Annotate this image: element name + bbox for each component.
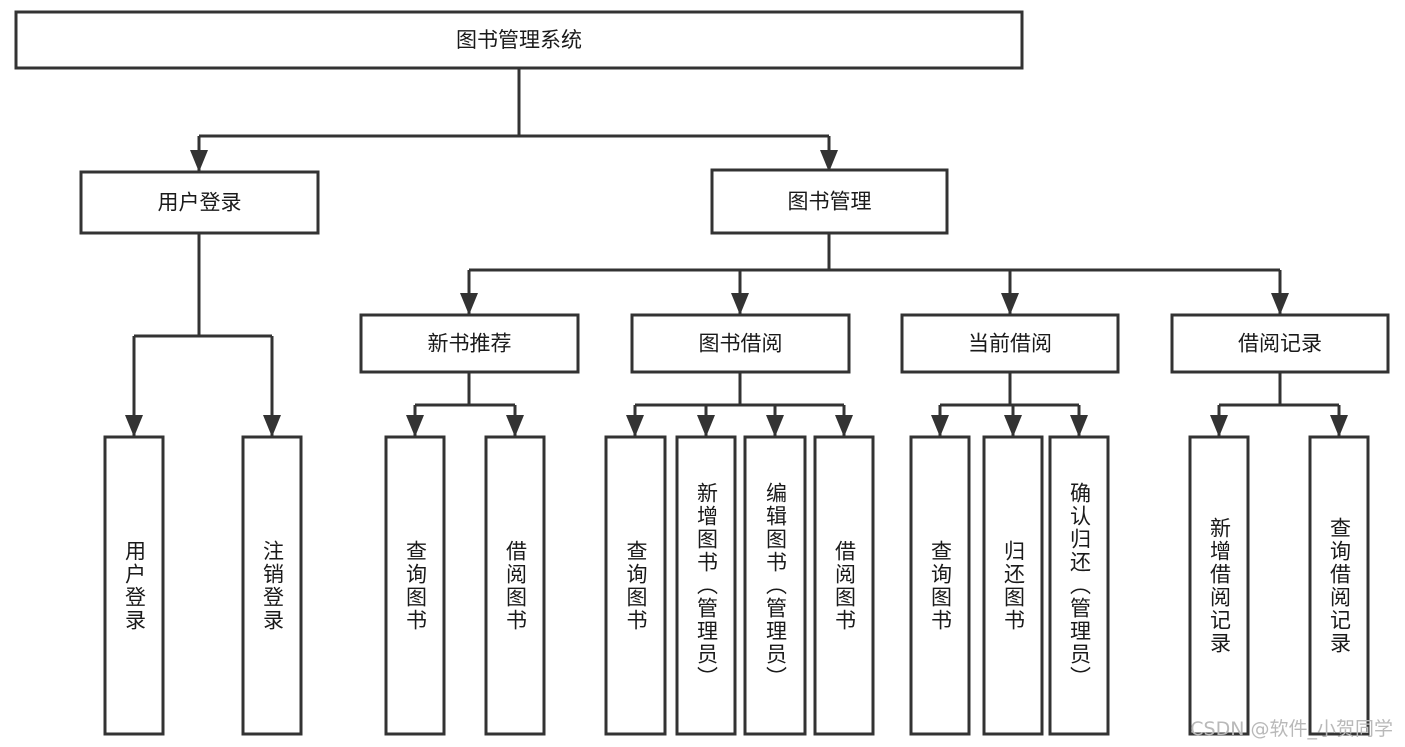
node-leaf-0[interactable] [103, 435, 165, 736]
arrow-down-icon [506, 415, 524, 437]
node-leaf-3-rect[interactable] [484, 435, 546, 736]
node-leaf-0-rect[interactable] [103, 435, 165, 736]
node-leaf-12[interactable] [1308, 435, 1370, 736]
node-level3-图书借阅-label: 图书借阅 [699, 332, 783, 356]
arrow-down-icon [626, 415, 644, 437]
node-level2-图书管理-rect[interactable] [710, 168, 949, 235]
node-level3-当前借阅-rect[interactable] [900, 313, 1120, 374]
arrow-down-icon [697, 415, 715, 437]
arrow-down-icon [931, 415, 949, 437]
node-leaf-5-rect[interactable] [675, 435, 737, 736]
node-level3-借阅记录-rect[interactable] [1170, 313, 1390, 374]
node-leaf-1-rect[interactable] [241, 435, 303, 736]
node-root-图书管理系统-label: 图书管理系统 [456, 28, 582, 52]
node-leaf-7-rect[interactable] [813, 435, 875, 736]
node-leaf-11-rect[interactable] [1188, 435, 1250, 736]
node-leaf-2[interactable] [384, 435, 446, 736]
node-level3-当前借阅-label: 当前借阅 [968, 332, 1052, 356]
node-level3-图书借阅-rect[interactable] [630, 313, 851, 374]
arrow-down-icon [125, 415, 143, 437]
connectors-layer [125, 68, 1348, 437]
arrow-down-icon [406, 415, 424, 437]
node-leaf-5[interactable] [675, 435, 737, 736]
node-leaf-4-rect[interactable] [604, 435, 667, 736]
node-level3-新书推荐[interactable]: 新书推荐 [359, 313, 580, 374]
node-level3-借阅记录[interactable]: 借阅记录 [1170, 313, 1390, 374]
node-leaf-12-rect[interactable] [1308, 435, 1370, 736]
arrow-down-icon [1001, 293, 1019, 315]
node-level3-新书推荐-label: 新书推荐 [428, 332, 512, 356]
arrow-down-icon [1070, 415, 1088, 437]
arrow-down-icon [263, 415, 281, 437]
arrow-down-icon [820, 150, 838, 172]
node-leaf-6-rect[interactable] [743, 435, 807, 736]
arrow-down-icon [1210, 415, 1228, 437]
node-level2-用户登录-rect[interactable] [79, 170, 320, 235]
node-level3-图书借阅[interactable]: 图书借阅 [630, 313, 851, 374]
node-level3-借阅记录-label: 借阅记录 [1238, 332, 1322, 356]
node-leaf-4[interactable] [604, 435, 667, 736]
node-root-图书管理系统[interactable]: 图书管理系统 [14, 10, 1024, 70]
arrow-down-icon [1330, 415, 1348, 437]
node-level2-用户登录[interactable]: 用户登录 [79, 170, 320, 235]
node-level2-图书管理[interactable]: 图书管理 [710, 168, 949, 235]
node-leaf-8[interactable] [909, 435, 971, 736]
watermark-text: CSDN @软件_小贺同学 [1190, 718, 1393, 740]
arrow-down-icon [1271, 293, 1289, 315]
arrow-down-icon [460, 293, 478, 315]
node-level2-图书管理-label: 图书管理 [788, 190, 872, 214]
arrow-down-icon [835, 415, 853, 437]
arrow-down-icon [766, 415, 784, 437]
node-leaf-3[interactable] [484, 435, 546, 736]
node-leaf-9[interactable] [982, 435, 1044, 736]
arrow-down-icon [190, 150, 208, 172]
node-root-图书管理系统-rect[interactable] [14, 10, 1024, 70]
node-leaf-10-rect[interactable] [1048, 435, 1110, 736]
node-leaf-8-rect[interactable] [909, 435, 971, 736]
node-level3-新书推荐-rect[interactable] [359, 313, 580, 374]
arrow-down-icon [731, 293, 749, 315]
node-leaf-10[interactable] [1048, 435, 1110, 736]
node-leaf-6[interactable] [743, 435, 807, 736]
node-level2-用户登录-label: 用户登录 [158, 191, 242, 215]
node-leaf-1[interactable] [241, 435, 303, 736]
node-leaf-7[interactable] [813, 435, 875, 736]
node-leaf-9-rect[interactable] [982, 435, 1044, 736]
node-leaf-11[interactable] [1188, 435, 1250, 736]
node-level3-当前借阅[interactable]: 当前借阅 [900, 313, 1120, 374]
arrow-down-icon [1004, 415, 1022, 437]
node-leaf-2-rect[interactable] [384, 435, 446, 736]
